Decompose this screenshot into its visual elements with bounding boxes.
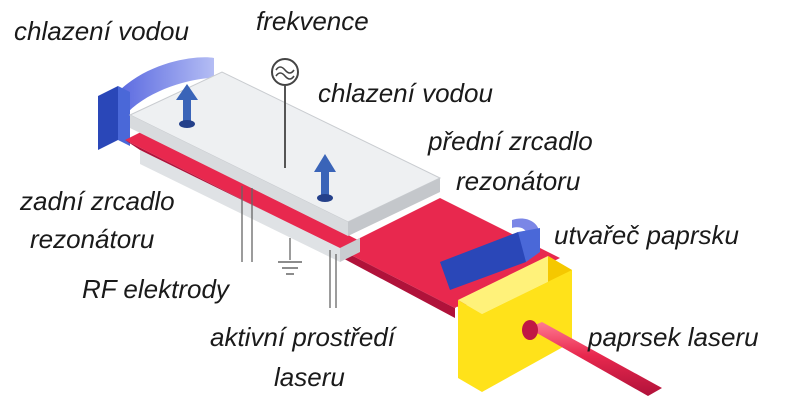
- label-front-mirror-line1: přední zrcadlo: [427, 126, 593, 156]
- label-rear-mirror-line1: zadní zrcadlo: [19, 186, 175, 216]
- up-arrow-icon: [176, 84, 198, 128]
- label-beam-shaper: utvařeč paprsku: [554, 220, 739, 250]
- label-water-cooling-left: chlazení vodou: [14, 16, 189, 46]
- up-arrow-icon: [314, 154, 336, 202]
- label-rear-mirror-line2: rezonátoru: [30, 224, 154, 254]
- label-water-cooling-right: chlazení vodou: [318, 78, 493, 108]
- label-laser-beam: paprsek laseru: [587, 322, 759, 352]
- leader-lines: [241, 186, 337, 308]
- label-frequency: frekvence: [256, 6, 369, 36]
- label-active-medium-line1: aktivní prostředí: [210, 322, 398, 352]
- sine-wave-generator-icon: [271, 58, 299, 168]
- label-front-mirror-line2: rezonátoru: [456, 166, 580, 196]
- output-laser-beam: [522, 320, 662, 396]
- rear-mirror: [98, 57, 214, 150]
- ground-symbol-icon: [278, 261, 302, 275]
- label-rf-electrodes: RF elektrody: [82, 274, 231, 304]
- label-active-medium-line2: laseru: [274, 362, 345, 392]
- front-mirror: [440, 218, 540, 290]
- rf-electrode-slab: [128, 71, 442, 262]
